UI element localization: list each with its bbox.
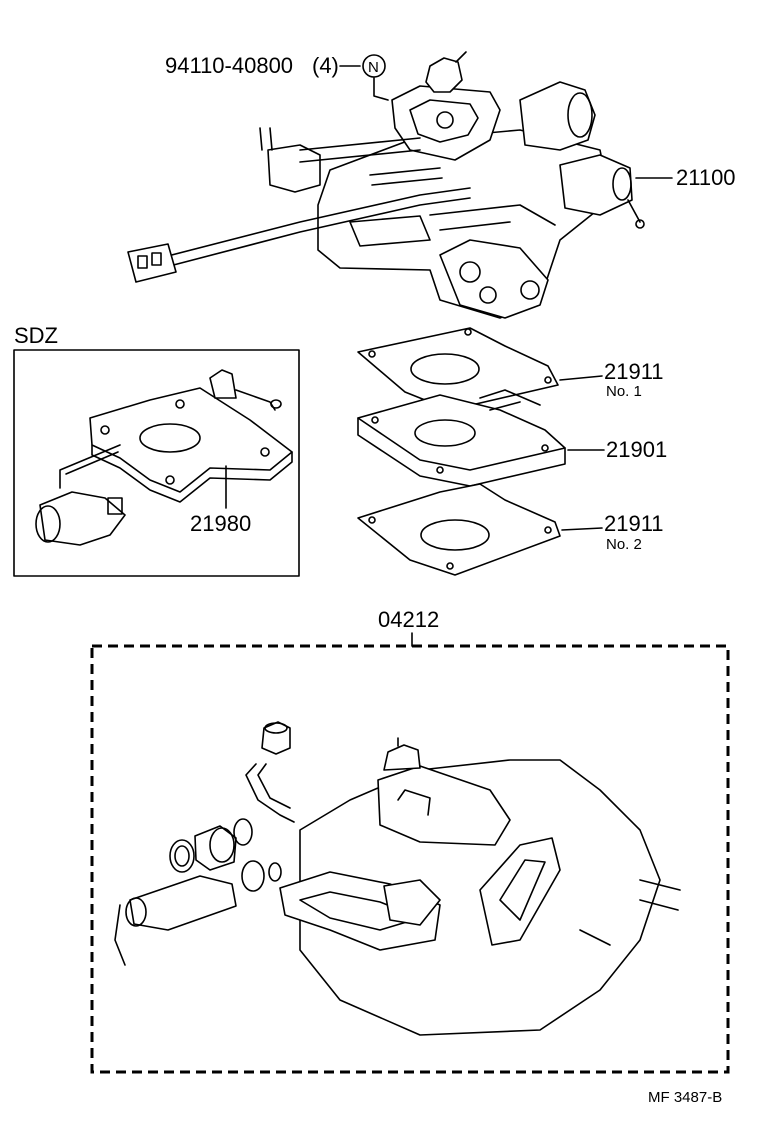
- overhaul-kit-label: 04212: [378, 607, 439, 632]
- insulator-sdz-label: 21980: [190, 511, 251, 536]
- bolt-mark-label: N: [368, 59, 379, 76]
- gasket-no1-note: No. 1: [606, 383, 642, 400]
- sdz-label: SDZ: [14, 323, 58, 348]
- carburetor-label: 21100: [676, 165, 736, 190]
- gasket-no2-label: 21911: [604, 511, 664, 536]
- gasket-no1: [357, 327, 559, 411]
- gasket-no2-note: No. 2: [606, 536, 642, 553]
- insulator-label: 21901: [606, 437, 667, 462]
- gasket-no1-leader-line: [559, 375, 603, 381]
- bolt-part-label: 94110-40800: [165, 53, 293, 78]
- insulator: [357, 389, 566, 487]
- sdz-box: [13, 349, 300, 577]
- gasket-no1-label: 21911: [604, 359, 664, 384]
- overhaul-kit-dashed-box: [90, 644, 730, 1074]
- carburetor-assembly: [127, 51, 645, 319]
- sdz-insulator-with-solenoid: [35, 369, 293, 546]
- gasket-no2-leader-line: [561, 527, 603, 531]
- bolt-pointer: [373, 77, 389, 101]
- n-mark-circle: [362, 54, 386, 78]
- gasket-no2: [357, 483, 561, 576]
- bolt-qty-label: (4): [312, 53, 339, 78]
- overhaul-kit-parts: [114, 721, 681, 1036]
- figure-code-label: MF 3487-B: [648, 1089, 722, 1106]
